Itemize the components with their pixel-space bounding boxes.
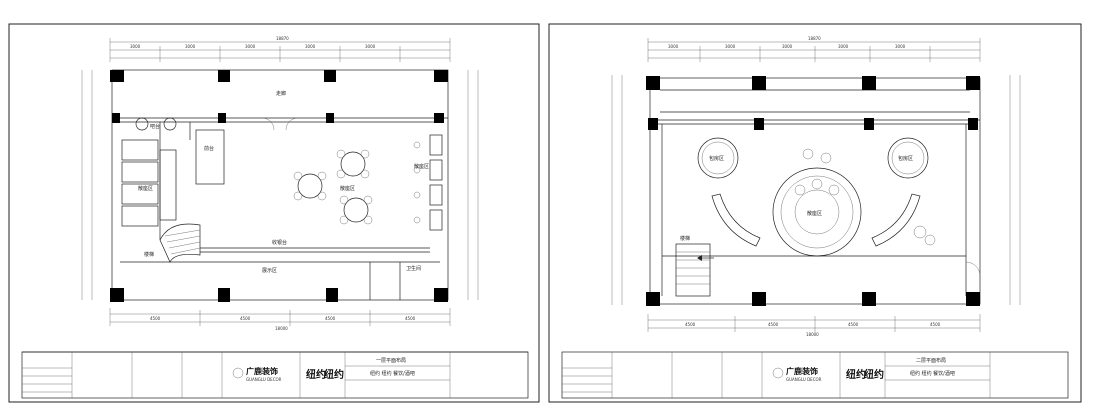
- dim-bottom: 4500: [685, 322, 696, 327]
- sheet-second-floor: 18870 3000 3000 3000 3000 3000 4500 4500…: [548, 23, 1082, 403]
- dim-total-top: 18870: [808, 36, 821, 41]
- drawing-name: 二层平面布局: [916, 357, 946, 364]
- dim-bottom: 4500: [325, 316, 336, 321]
- drawing-subtitle: 纽约 纽约 餐饮/酒吧: [370, 370, 415, 377]
- central-lounge: [772, 148, 936, 257]
- straight-stair: [675, 243, 714, 297]
- label-stair: 楼梯: [680, 235, 690, 242]
- right-booths: [413, 134, 443, 231]
- dim-top: 3000: [725, 44, 736, 49]
- curved-sofas: [711, 193, 921, 247]
- bottom-dimensions: 4500 4500 4500 4500 18000: [109, 308, 451, 331]
- drawing-name: 一层平面布局: [376, 357, 406, 364]
- dim-top: 3000: [365, 44, 376, 49]
- label-wc: 卫生间: [406, 265, 421, 272]
- title-block: 广鹿装饰 GUANGLU DECOR 纽约 纽约 一层平面布局 纽约 纽约 餐饮…: [21, 351, 529, 399]
- vip-rooms: [697, 137, 929, 179]
- title-block: 广鹿装饰 GUANGLU DECOR 纽约 纽约 二层平面布局 纽约 纽约 餐饮…: [561, 351, 1069, 399]
- brand-name: 广鹿装饰: [246, 366, 278, 376]
- label-stair: 楼梯: [144, 251, 154, 258]
- entry-doors: [261, 117, 299, 131]
- brand-logo-icon: [772, 367, 784, 379]
- dim-top: 3000: [130, 44, 141, 49]
- dim-bottom: 4500: [150, 316, 161, 321]
- label-seating-center: 散座区: [340, 185, 355, 192]
- dim-bottom: 4500: [405, 316, 416, 321]
- dim-total-top: 18870: [276, 36, 289, 41]
- brand-logo-icon: [232, 367, 244, 379]
- project-name-2: 纽约: [324, 368, 344, 381]
- dim-top: 3000: [838, 44, 849, 49]
- label-center-lounge: 散座区: [807, 210, 822, 217]
- label-porch: 走廊: [276, 90, 286, 97]
- label-seating-right: 散座区: [414, 163, 429, 170]
- walls: [649, 77, 981, 305]
- dim-top: 3000: [782, 44, 793, 49]
- bottom-dimensions: 4500 4500 4500 4500 18000: [647, 314, 981, 337]
- project-name-2: 纽约: [864, 368, 884, 381]
- top-dimensions: 18870 3000 3000 3000 3000 3000: [109, 36, 451, 62]
- label-vip-right: 包房区: [898, 155, 913, 162]
- label-reception: 前台: [204, 145, 214, 152]
- brand-name: 广鹿装饰: [786, 366, 818, 376]
- brand-en: GUANGLU DECOR: [246, 377, 282, 382]
- sheet-border: [548, 23, 1082, 403]
- dim-top: 3000: [305, 44, 316, 49]
- dim-bottom: 4500: [240, 316, 251, 321]
- columns: [646, 76, 980, 306]
- dim-top: 3000: [895, 44, 906, 49]
- sheet-border: [8, 23, 540, 403]
- label-display: 展示区: [262, 268, 277, 274]
- curved-stair: [159, 223, 201, 263]
- dim-top: 3000: [185, 44, 196, 49]
- dim-bottom: 4500: [930, 322, 941, 327]
- dim-bottom: 4500: [848, 322, 859, 327]
- label-seating-left: 散座区: [138, 185, 153, 192]
- top-dimensions: 18870 3000 3000 3000 3000 3000: [647, 36, 981, 62]
- dim-bottom: 4500: [768, 322, 779, 327]
- side-dimensions: [81, 70, 479, 300]
- dim-total-bottom: 18000: [806, 332, 819, 337]
- brand-en: GUANGLU DECOR: [786, 377, 822, 382]
- project-name-1: 纽约: [846, 368, 866, 381]
- stair-arrow-icon: [697, 255, 702, 261]
- sheet-first-floor: 18870 3000 3000 3000 3000 3000 4500 4500…: [8, 23, 540, 403]
- side-dimensions: [611, 75, 1021, 305]
- left-booths: [121, 139, 177, 227]
- columns: [110, 70, 448, 302]
- label-vip-left: 包房区: [709, 155, 724, 162]
- project-name-1: 纽约: [306, 368, 326, 381]
- dim-total-bottom: 18000: [275, 326, 288, 331]
- dim-top: 3000: [245, 44, 256, 49]
- round-tables: [135, 117, 373, 225]
- label-cashier: 收银台: [272, 239, 287, 246]
- label-bar: 吧台: [150, 123, 160, 130]
- drawing-subtitle: 纽约 纽约 餐饮/酒吧: [910, 370, 955, 377]
- dim-top: 3000: [668, 44, 679, 49]
